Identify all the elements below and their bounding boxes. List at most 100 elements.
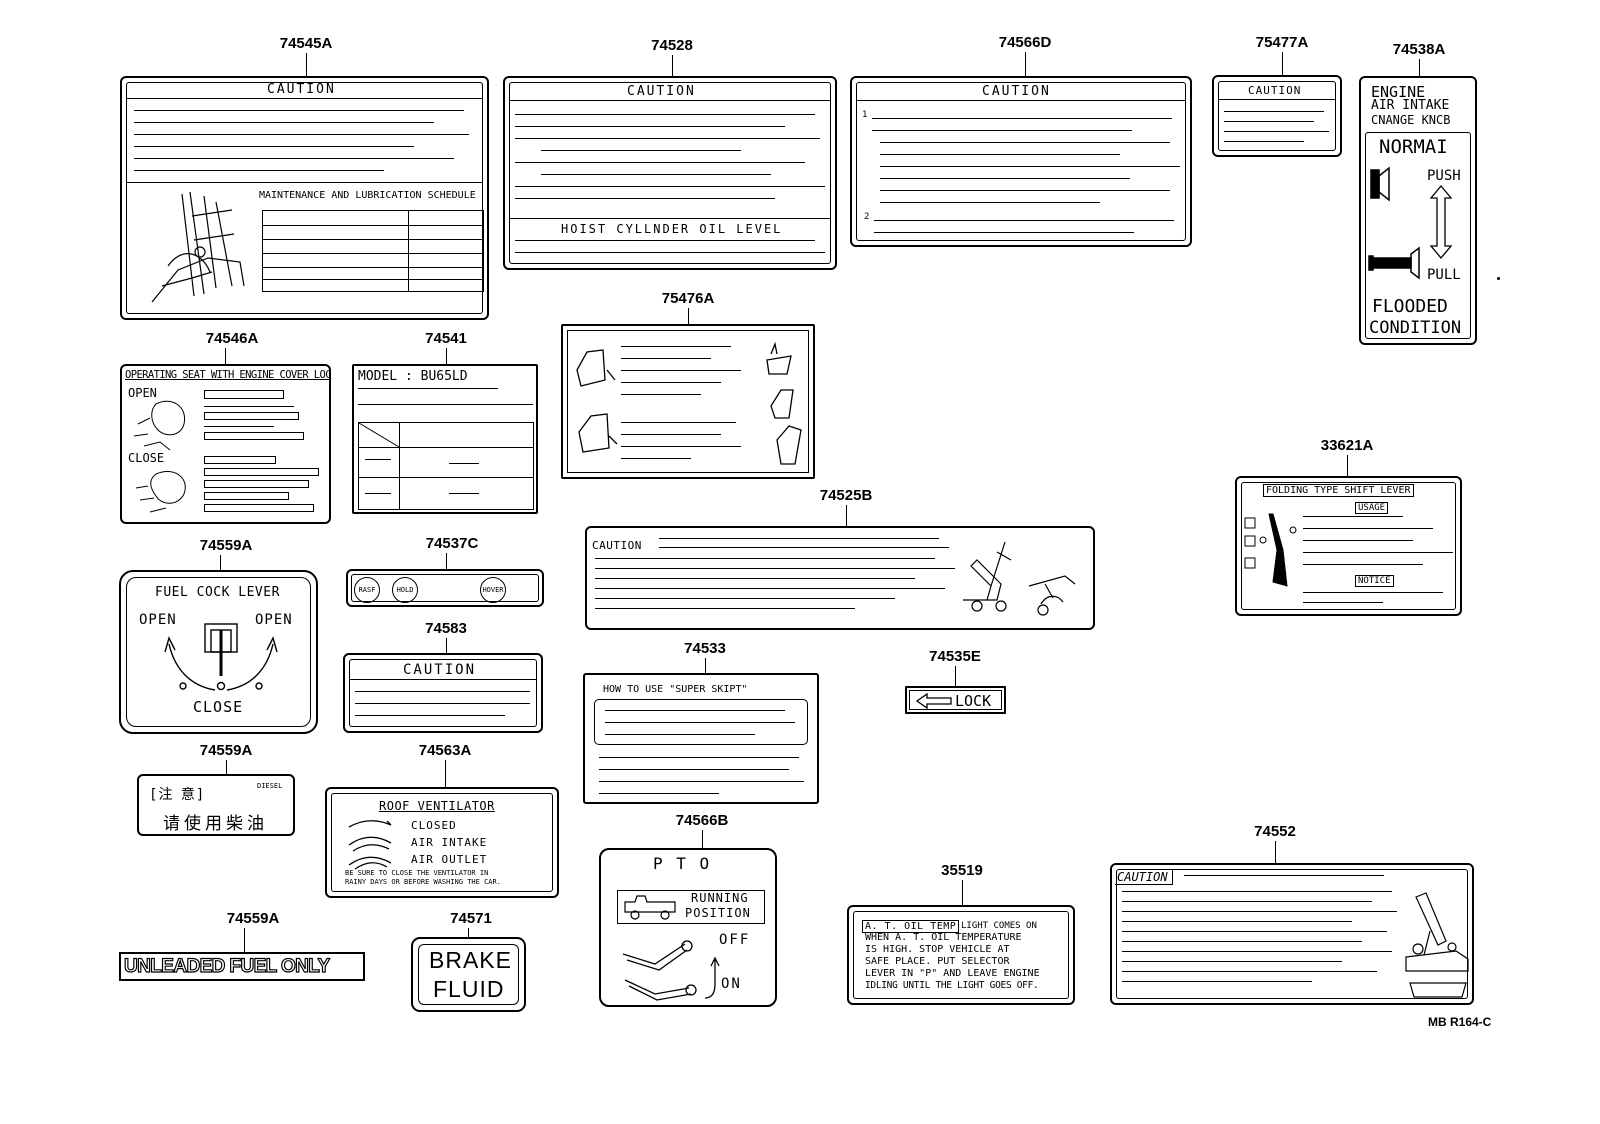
label-35519: A. T. OIL TEMP LIGHT COMES ON WHEN A. T.… xyxy=(847,905,1075,1005)
label-inner-frame xyxy=(349,659,537,727)
label-74546a: OPERATING SEAT WITH ENGINE COVER LOCK OP… xyxy=(120,364,331,524)
ventilator-note-1: BE SURE TO CLOSE THE VENTILATOR IN xyxy=(345,869,489,877)
leader-line xyxy=(1347,455,1348,476)
label-74533: HOW TO USE "SUPER SKIPT" xyxy=(583,673,819,804)
part-number-75476a: 75476A xyxy=(661,290,715,307)
on-text: ON xyxy=(721,976,742,992)
caution-heading: CAUTION xyxy=(627,84,696,99)
condition-text: CONDITION xyxy=(1369,318,1462,338)
truck-hydraulic-illustration xyxy=(151,191,245,303)
label-74552: CAUTION xyxy=(1110,863,1474,1005)
air-outlet-text: AIR OUTLET xyxy=(411,853,488,866)
at-oil-temp-tag: A. T. OIL TEMP xyxy=(862,920,960,933)
leader-line xyxy=(225,348,226,364)
leader-line xyxy=(220,555,221,570)
oil-temp-line-6: IDLING UNTIL THE LIGHT GOES OFF. xyxy=(865,980,1039,991)
part-number-74533: 74533 xyxy=(684,640,726,657)
leader-line xyxy=(226,760,227,774)
part-number-74552: 74552 xyxy=(1254,823,1296,840)
diagram-code: MB R164-C xyxy=(1428,1015,1492,1029)
label-inner-frame xyxy=(126,577,311,727)
open-text: OPEN xyxy=(128,386,157,400)
leader-line xyxy=(446,348,447,364)
leader-line xyxy=(1282,52,1283,75)
label-74525b: CAUTION xyxy=(585,526,1095,630)
oil-temp-line-5: LEVER IN "P" AND LEAVE ENGINE xyxy=(865,968,1040,979)
label-inner-frame xyxy=(1116,869,1468,999)
label-74528: CAUTION HOIST CYLLNDER OIL LEVEL xyxy=(503,76,837,270)
pto-lever-illustration xyxy=(622,940,720,1001)
item-number: 2 xyxy=(864,212,871,222)
caution-heading: CAUTION xyxy=(982,84,1051,99)
label-74566b: P T O RUNNING POSITION OFF ON xyxy=(599,848,777,1007)
part-number-74537c: 74537C xyxy=(425,535,479,552)
engine-text: ENGINE xyxy=(1371,83,1426,101)
pto-text: P T O xyxy=(653,854,712,873)
fluid-text: FLUID xyxy=(433,976,505,1002)
part-number-74546a: 74546A xyxy=(205,330,259,347)
label-74535e: LOCK xyxy=(905,686,1006,714)
usage-tag: USAGE xyxy=(1355,502,1389,514)
part-number-75477a: 75477A xyxy=(1255,34,1309,51)
brake-text: BRAKE xyxy=(429,947,512,973)
leader-line xyxy=(244,928,245,952)
air-intake-text: AIR INTAKE xyxy=(411,836,488,849)
tipper-truck-illustration xyxy=(1405,892,1469,998)
close-text: CLOSE xyxy=(193,698,244,716)
caution-heading: CAUTION xyxy=(1115,870,1173,885)
oil-temp-line-4: SAFE PLACE. PUT SELECTOR xyxy=(865,956,1010,967)
change-knob-text: CNANGE KNCB xyxy=(1371,113,1451,127)
chinese-notice: [注 意] xyxy=(151,787,205,803)
label-33621a: FOLDING TYPE SHIFT LEVER USAGE NOTICE xyxy=(1235,476,1462,616)
button-icon-hover: HOVER xyxy=(480,577,506,603)
schedule-table xyxy=(262,210,484,292)
part-number-74563a: 74563A xyxy=(418,742,472,759)
ventilator-note-2: RAINY DAYS OR BEFORE WASHING THE CAR. xyxy=(345,878,501,886)
part-number-35519: 35519 xyxy=(941,862,983,879)
label-74538a: ENGINE AIR INTAKE CNANGE KNCB NORMAI PUS… xyxy=(1359,76,1477,345)
label-inner-frame xyxy=(853,911,1069,999)
notice-tag: NOTICE xyxy=(1355,575,1394,587)
label-unleaded-fuel: UNLEADED FUEL ONLY xyxy=(119,952,365,981)
roof-ventilator-title: ROOF VENTILATOR xyxy=(379,799,495,813)
part-number-74535e: 74535E xyxy=(929,648,981,665)
label-74537c: RASF HOLD HOVER xyxy=(346,569,544,607)
lock-text: LOCK xyxy=(955,692,992,710)
label-74541: MODEL : BU65LD xyxy=(352,364,538,514)
button-icon-rasf: RASF xyxy=(354,577,380,603)
leader-line xyxy=(1275,841,1276,863)
stray-mark xyxy=(1497,277,1500,280)
open-right-text: OPEN xyxy=(255,612,293,628)
label-inner-frame xyxy=(331,793,553,892)
label-74571: BRAKE FLUID xyxy=(411,937,526,1012)
fuel-cock-title: FUEL COCK LEVER xyxy=(155,585,280,600)
off-text: OFF xyxy=(719,932,751,948)
leader-line xyxy=(306,53,307,76)
part-number-74566d: 74566D xyxy=(998,34,1052,51)
label-75476a xyxy=(561,324,815,479)
label-diesel: [注 意] DIESEL 请使用柴油 xyxy=(137,774,295,836)
leader-line xyxy=(468,928,469,937)
leader-line xyxy=(702,830,703,848)
caution-heading: CAUTION xyxy=(403,662,477,678)
label-74566d: CAUTION 1 2 xyxy=(850,76,1192,247)
seat-lock-illustration xyxy=(133,400,186,513)
leader-line xyxy=(446,638,447,653)
position-text: POSITION xyxy=(685,906,751,920)
running-text: RUNNING xyxy=(691,891,749,905)
label-inner-frame xyxy=(1218,81,1336,151)
diesel-text: DIESEL xyxy=(257,782,283,790)
caution-heading: CAUTION xyxy=(592,539,642,552)
part-number-74571: 74571 xyxy=(450,910,492,927)
label-inner-frame xyxy=(1365,132,1471,339)
part-number-74538a: 74538A xyxy=(1392,41,1446,58)
leader-line xyxy=(688,308,689,324)
label-74583: CAUTION xyxy=(343,653,543,733)
label-inner-frame xyxy=(126,82,483,314)
super-skipt-title: HOW TO USE "SUPER SKIPT" xyxy=(603,684,748,695)
close-text: CLOSE xyxy=(128,451,165,465)
door-illustrations xyxy=(576,341,802,465)
part-number-74583: 74583 xyxy=(425,620,467,637)
leader-line xyxy=(446,553,447,569)
